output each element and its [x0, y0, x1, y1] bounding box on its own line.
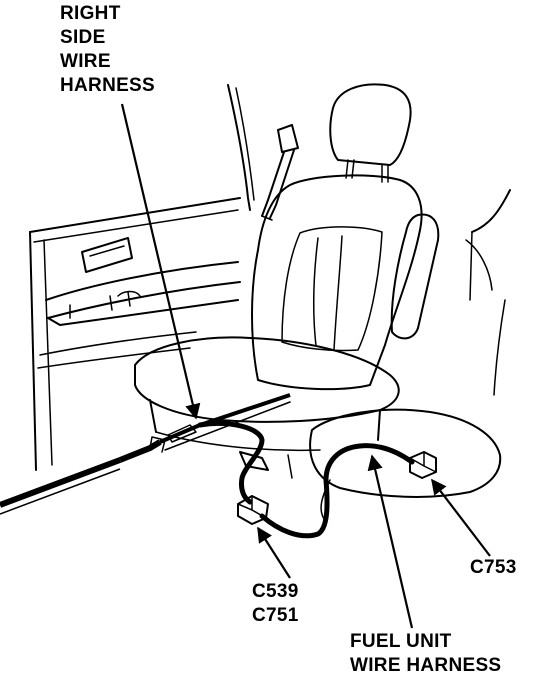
label-line: WIRE: [60, 51, 111, 72]
seat-belt: [261, 124, 299, 221]
connector-c539-c751: [237, 443, 415, 539]
label-c751: C751: [252, 605, 299, 626]
label-c539: C539: [252, 581, 299, 602]
leader-c539: [257, 526, 291, 579]
leader-c753: [431, 478, 491, 557]
label-right-side-wire-harness: RIGHT SIDE WIRE HARNESS: [60, 2, 155, 98]
right-side-wire-harness: [0, 393, 291, 515]
label-c539-c751: C539 C751: [252, 580, 299, 628]
harness-clip: [239, 451, 269, 471]
label-line: FUEL UNIT: [350, 631, 452, 652]
connector-c753: [409, 451, 437, 479]
label-line: HARNESS: [60, 75, 156, 96]
label-line: WIRE HARNESS: [350, 655, 502, 676]
seat-back: [251, 174, 440, 391]
label-line: RIGHT: [60, 3, 121, 24]
interior-panel: [465, 189, 511, 396]
label-c753: C753: [470, 556, 517, 580]
leader-fuel-harness: [367, 454, 414, 629]
label-line: SIDE: [60, 27, 106, 48]
label-c753-text: C753: [470, 557, 517, 578]
headrest: [329, 83, 412, 183]
label-fuel-unit-wire-harness: FUEL UNIT WIRE HARNESS: [350, 630, 501, 678]
door-panel: [29, 84, 255, 471]
leader-right-harness: [120, 103, 201, 420]
